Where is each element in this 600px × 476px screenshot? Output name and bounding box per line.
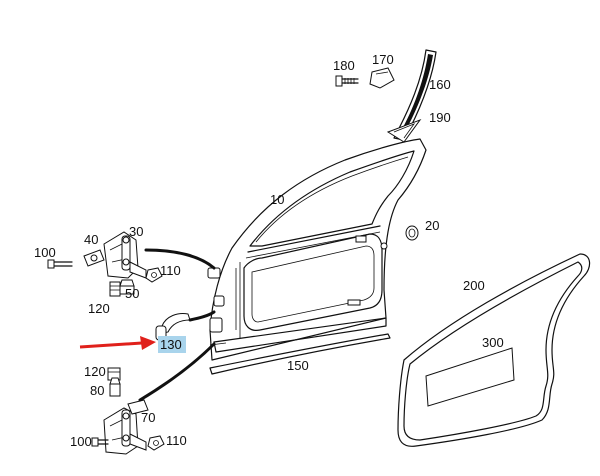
door-shell: [207, 138, 427, 361]
label-100-bottom: 100: [70, 434, 92, 449]
bump-stop-lower: [109, 377, 121, 397]
label-70: 70: [141, 410, 155, 425]
label-170: 170: [372, 52, 394, 67]
label-20: 20: [425, 218, 439, 233]
leader-check-strap: [188, 310, 216, 322]
door-seal: [397, 253, 591, 447]
leader-lower-hinge: [138, 342, 216, 402]
red-pointer-arrow: [79, 336, 156, 350]
label-110-bottom: 110: [166, 433, 187, 448]
sill-weatherstrip: [209, 333, 391, 375]
label-130: 130: [160, 337, 182, 352]
upper-hinge: [103, 231, 147, 279]
label-200: 200: [463, 278, 485, 293]
hinge-bolt-upper: [83, 249, 105, 267]
screw-left-upper: [47, 259, 73, 269]
label-80: 80: [90, 383, 104, 398]
label-190: 190: [429, 110, 451, 125]
screw-top: [335, 75, 359, 87]
screw-left-lower: [91, 437, 109, 447]
plug-lower: [107, 367, 121, 381]
plug-upper: [109, 281, 121, 297]
label-150: 150: [287, 358, 309, 373]
lower-hinge: [103, 407, 147, 455]
insulation-pad: [425, 347, 515, 407]
label-110-top: 110: [160, 263, 181, 278]
bump-stop: [119, 279, 135, 295]
hinge-bolt-lower: [127, 399, 149, 415]
label-30: 30: [129, 224, 143, 239]
label-10: 10: [270, 192, 284, 207]
nut-lower: [147, 435, 165, 451]
label-50: 50: [125, 286, 139, 301]
label-40: 40: [84, 232, 98, 247]
label-180: 180: [333, 58, 355, 73]
nut-upper: [145, 267, 163, 283]
mirror-triangle-cover: [386, 118, 422, 143]
label-120-top: 120: [88, 301, 110, 316]
label-120-bottom: 120: [84, 364, 106, 379]
label-100-top: 100: [34, 245, 56, 260]
label-300: 300: [482, 335, 504, 350]
retainer-clip: [369, 67, 395, 89]
label-160: 160: [429, 77, 451, 92]
grommet: [405, 225, 419, 241]
highlight-box-130: [158, 336, 186, 353]
leader-upper-hinge: [144, 248, 216, 270]
